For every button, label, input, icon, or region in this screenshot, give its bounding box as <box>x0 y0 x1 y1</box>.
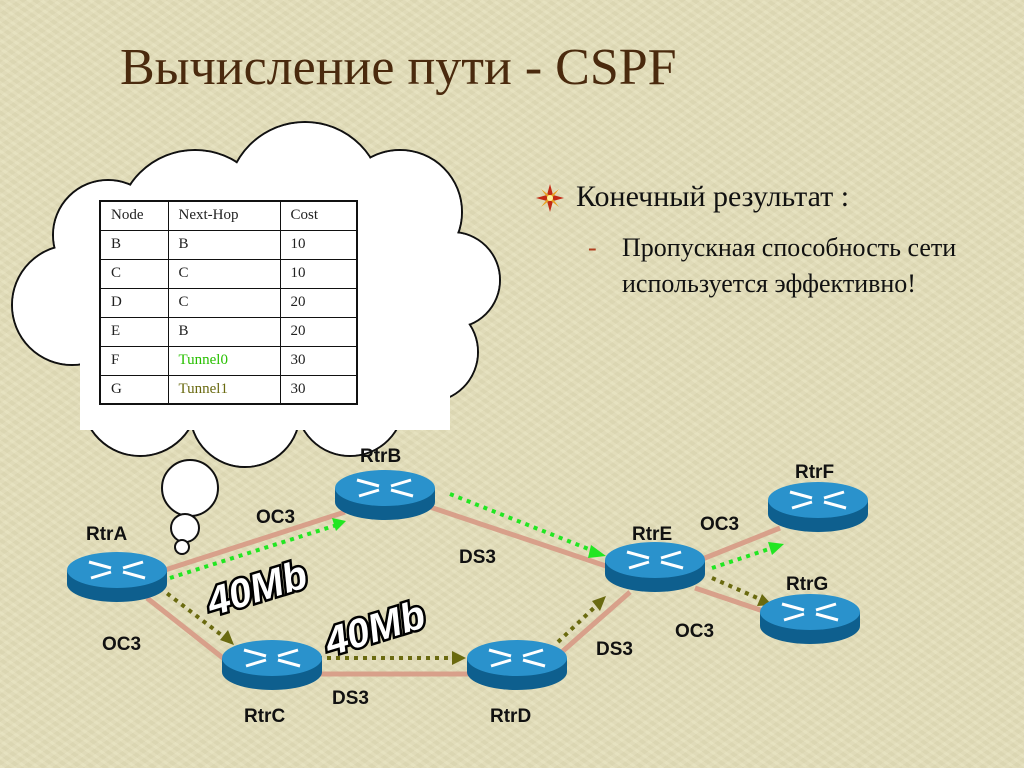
router-b-icon <box>335 470 435 520</box>
table-cell: B <box>167 229 281 260</box>
router-c-icon <box>222 640 322 690</box>
table-row: C C 10 <box>99 258 358 289</box>
router-b-label: RtrB <box>360 446 401 467</box>
thought-bubbles <box>161 459 219 555</box>
table-cell: 30 <box>279 374 358 405</box>
tunnel0-path <box>169 492 773 580</box>
router-a-label: RtrA <box>86 524 127 545</box>
table-cell: G <box>99 374 169 405</box>
table-cell: F <box>99 345 169 376</box>
table-header: Next-Hop <box>167 200 281 231</box>
table-header: Node <box>99 200 169 231</box>
tunnel0-arrowheads <box>332 518 784 558</box>
link-b-e-label: DS3 <box>459 547 496 568</box>
tunnel1-arrowheads <box>220 594 772 665</box>
router-e-label: RtrE <box>632 524 672 545</box>
link-a-b <box>164 509 346 573</box>
table-cell: 30 <box>279 345 358 376</box>
link-a-b-label: OC3 <box>256 507 295 528</box>
sub-bullet-text: Пропускная способность сети используется… <box>622 233 957 298</box>
table-row: D C 20 <box>99 287 358 318</box>
router-f-icon <box>768 482 868 532</box>
table-row: G Tunnel1 30 <box>99 374 358 405</box>
routers <box>67 470 868 690</box>
router-g-label: RtrG <box>786 574 828 595</box>
tunnel1-path <box>158 576 763 660</box>
router-d-label: RtrD <box>490 706 531 727</box>
table-cell: E <box>99 316 169 347</box>
table-cell: C <box>167 287 281 318</box>
link-b-e <box>429 504 613 571</box>
slide-title: Вычисление пути - CSPF <box>120 39 677 96</box>
table-row: B B 10 <box>99 229 358 260</box>
table-cell: D <box>99 287 169 318</box>
router-f-label: RtrF <box>795 462 834 483</box>
sub-bullet-dash: - <box>588 233 597 262</box>
link-e-f <box>699 525 781 563</box>
router-c-label: RtrC <box>244 706 285 727</box>
star-bullet-icon <box>536 184 564 212</box>
tunnel0-bandwidth-label: 40Mb <box>201 553 313 625</box>
table-header: Cost <box>279 200 358 231</box>
link-c-d-label: DS3 <box>332 688 369 709</box>
link-d-e-label: DS3 <box>596 639 633 660</box>
router-e-icon <box>605 542 705 592</box>
table-cell: 20 <box>279 287 358 318</box>
link-e-g-label: OC3 <box>675 621 714 642</box>
table-row: E B 20 <box>99 316 358 347</box>
router-g-icon <box>760 594 860 644</box>
router-a-icon <box>67 552 167 602</box>
table-cell-tunnel1: Tunnel1 <box>167 374 281 405</box>
table-cell: B <box>99 229 169 260</box>
table-cell: 10 <box>279 258 358 289</box>
table-cell: 10 <box>279 229 358 260</box>
link-a-c-label: OC3 <box>102 634 141 655</box>
table-cell: B <box>167 316 281 347</box>
link-d-e <box>553 590 632 660</box>
table-header-row: Node Next-Hop Cost <box>99 200 358 231</box>
link-a-c <box>145 596 230 664</box>
table-cell: 20 <box>279 316 358 347</box>
table-cell: C <box>99 258 169 289</box>
table-row: F Tunnel0 30 <box>99 345 358 376</box>
bullet-text: Конечный результат : <box>576 180 850 213</box>
links <box>145 504 781 677</box>
table-cell: C <box>167 258 281 289</box>
link-e-f-label: OC3 <box>700 514 739 535</box>
routing-table: Node Next-Hop Cost B B 10 C C 10 D C 20 … <box>99 200 358 405</box>
tunnel1-bandwidth-label: 40Mb <box>319 593 431 665</box>
router-d-icon <box>467 640 567 690</box>
table-cell-tunnel0: Tunnel0 <box>167 345 281 376</box>
